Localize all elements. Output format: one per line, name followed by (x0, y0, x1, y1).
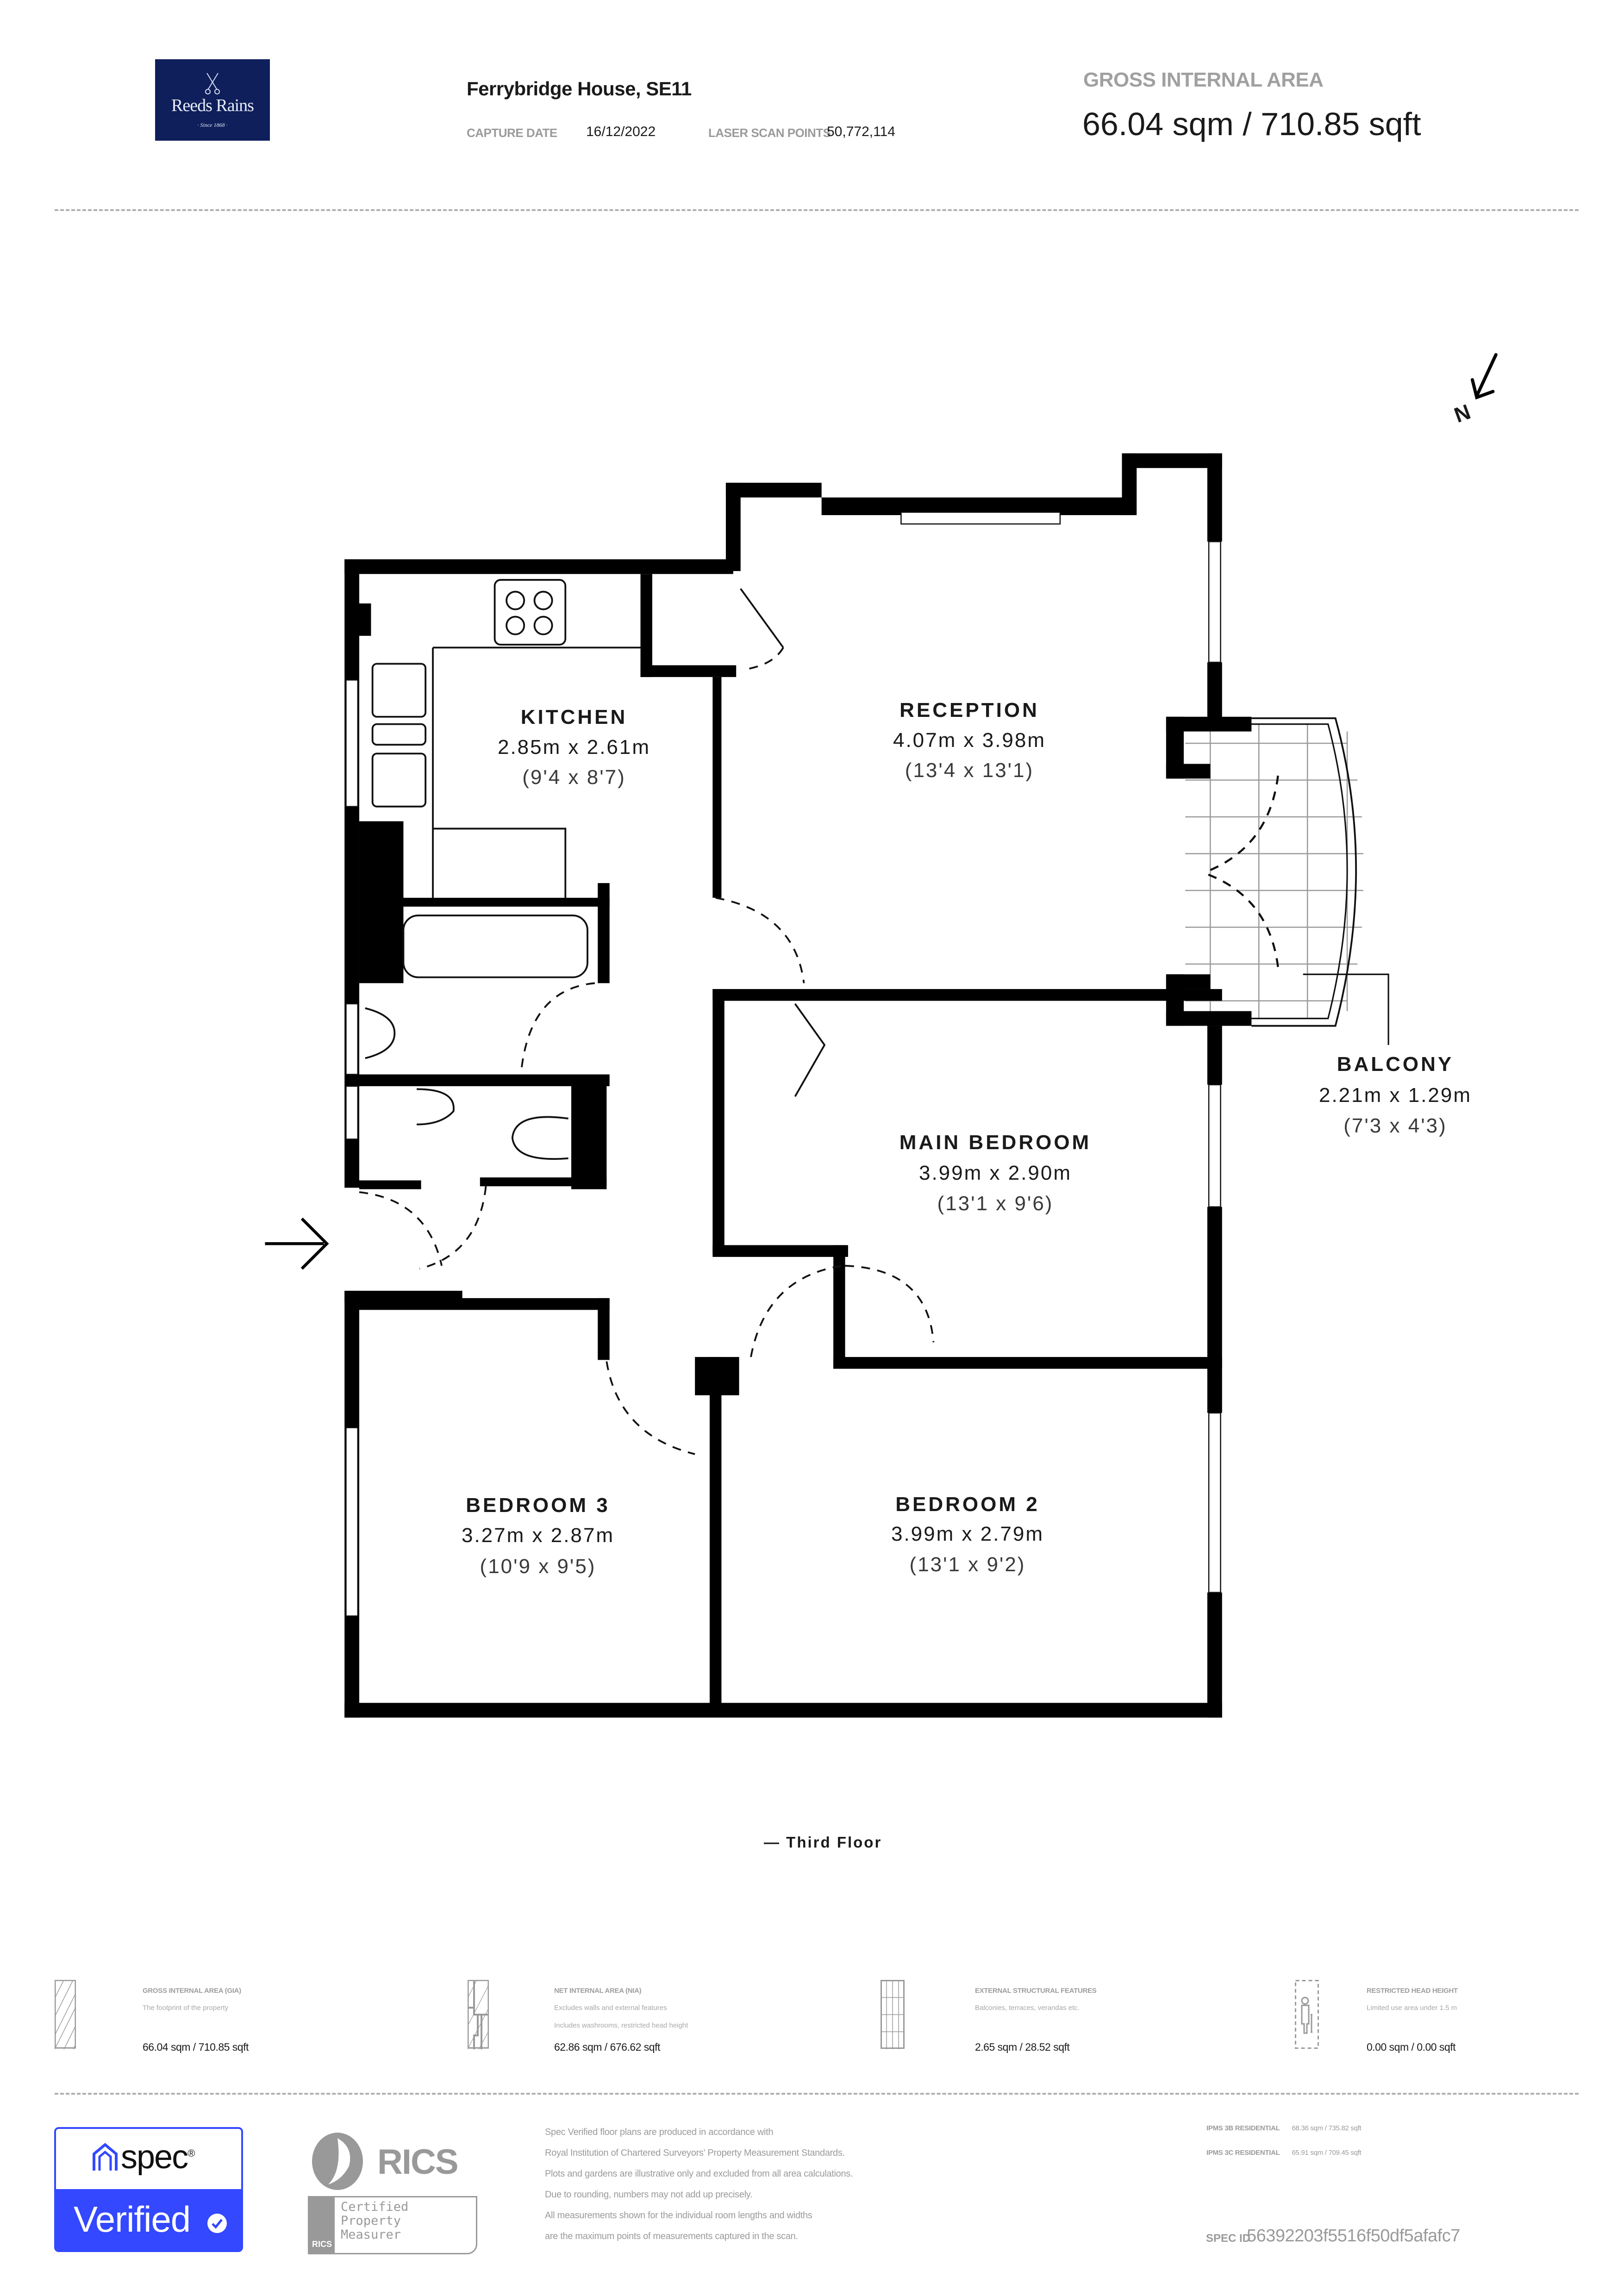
ipms-label: IPMS 3B RESIDENTIAL (1206, 2124, 1280, 2132)
legend-restricted-value: 0.00 sqm / 0.00 sqft (1367, 2041, 1456, 2053)
walls (344, 453, 1252, 1718)
disclaimer-line: Plots and gardens are illustrative only … (545, 2169, 853, 2179)
room-name: KITCHEN (520, 706, 628, 728)
disclaimer: Spec Verified floor plans are produced i… (545, 2122, 853, 2247)
person-height-icon (1295, 1980, 1319, 2049)
legend-gia-desc: The footprint of the property (143, 2004, 229, 2012)
capture-date-value: 16/12/2022 (586, 124, 656, 139)
disclaimer-line: are the maximum points of measurements c… (545, 2231, 798, 2241)
rics-lion-icon (312, 2133, 363, 2190)
rics-wordmark: RICS (377, 2142, 459, 2182)
fixtures (365, 579, 826, 1160)
room-metric: 3.99m x 2.79m (891, 1523, 1044, 1545)
cert-line: Measurer (341, 2228, 401, 2242)
legend-nia-title: NET INTERNAL AREA (NIA) (554, 1987, 642, 1995)
room-imperial: (7'3 x 4'3) (1343, 1114, 1447, 1137)
ipms-value: 68.36 sqm / 735.82 sqft (1292, 2124, 1362, 2132)
spec-registered-mark: ® (187, 2147, 195, 2159)
verified-check-icon (207, 2214, 227, 2233)
property-title: Ferrybridge House, SE11 (467, 78, 692, 100)
gia-header-label: GROSS INTERNAL AREA (1083, 68, 1324, 91)
capture-date-label: CAPTURE DATE (467, 126, 557, 140)
disclaimer-line: Royal Institution of Chartered Surveyors… (545, 2148, 845, 2158)
verified-label: Verified (74, 2199, 191, 2240)
ipms-3b: IPMS 3B RESIDENTIAL 68.36 sqm / 735.82 sq… (1206, 2124, 1362, 2132)
room-name: BALCONY (1337, 1053, 1454, 1076)
ipms-value: 65.91 sqm / 709.45 sqft (1292, 2149, 1362, 2157)
door-swings (359, 647, 935, 1455)
compass-north-arrow-icon (1470, 353, 1498, 400)
room-metric: 2.85m x 2.61m (497, 736, 651, 759)
room-imperial: (9'4 x 8'7) (522, 766, 626, 789)
room-imperial: (10'9 x 9'5) (480, 1555, 596, 1578)
gia-header-value: 66.04 sqm / 710.85 sqft (1082, 106, 1421, 142)
legend-gia-title: GROSS INTERNAL AREA (GIA) (143, 1987, 241, 1995)
rics-certified-badge: RICS Certified Property Measurer (308, 2196, 477, 2254)
balcony (1185, 716, 1389, 1045)
legend-nia-desc1: Excludes walls and external features (554, 2004, 667, 2012)
scan-points-label: LASER SCAN POINTS (708, 126, 831, 140)
spec-verified-badge: spec® Verified (54, 2127, 243, 2252)
legend-external-value: 2.65 sqm / 28.52 sqft (975, 2041, 1070, 2053)
legend-restricted-desc: Limited use area under 1.5 m (1367, 2004, 1457, 2012)
legend-external-desc: Balconies, terraces, verandas etc. (975, 2004, 1080, 2012)
disclaimer-line: All measurements shown for the individua… (545, 2210, 812, 2221)
legend-nia-value: 62.86 sqm / 676.62 sqft (554, 2041, 660, 2053)
disclaimer-line: Due to rounding, numbers may not add up … (545, 2190, 753, 2200)
room-name: BEDROOM 3 (466, 1494, 610, 1517)
room-imperial: (13'1 x 9'2) (909, 1553, 1026, 1576)
legend-restricted-title: RESTRICTED HEAD HEIGHT (1367, 1987, 1458, 1995)
room-metric: 2.21m x 1.29m (1318, 1084, 1472, 1107)
spec-id-value: 56392203f5516f50df5afafc7 (1247, 2226, 1460, 2246)
cert-line: Certified (341, 2200, 409, 2214)
room-metric: 3.27m x 2.87m (461, 1524, 615, 1547)
rics-small-wordmark: RICS (312, 2240, 332, 2249)
spec-wordmark: spec (121, 2139, 188, 2176)
agent-logo: Reeds Rains · Since 1868 · (155, 59, 270, 141)
footer-divider (55, 2093, 1579, 2095)
cert-line: Property (341, 2214, 401, 2228)
room-name: BEDROOM 2 (895, 1493, 1040, 1516)
ipms-3c: IPMS 3C RESIDENTIAL 65.91 sqm / 709.45 sq… (1206, 2149, 1362, 2157)
room-imperial: (13'1 x 9'6) (937, 1192, 1054, 1215)
scan-points-value: 50,772,114 (827, 124, 895, 139)
legend-nia-desc2: Includes washrooms, restricted head heig… (554, 2022, 688, 2029)
entrance-arrow-icon (265, 1217, 329, 1270)
disclaimer-line: Spec Verified floor plans are produced i… (545, 2127, 774, 2137)
room-imperial: (13'4 x 13'1) (905, 759, 1034, 782)
room-metric: 4.07m x 3.98m (893, 729, 1046, 752)
header-divider (55, 209, 1579, 211)
crossed-keys-icon (205, 73, 220, 94)
ipms-label: IPMS 3C RESIDENTIAL (1206, 2149, 1280, 2157)
room-metric: 3.99m x 2.90m (918, 1162, 1072, 1184)
legend-gia-value: 66.04 sqm / 710.85 sqft (143, 2041, 249, 2053)
spec-id-label: SPEC ID (1206, 2232, 1251, 2245)
windows (345, 511, 1221, 1617)
net-area-icon (468, 1980, 489, 2049)
floor-label: — Third Floor (764, 1834, 882, 1851)
legend-external-title: EXTERNAL STRUCTURAL FEATURES (975, 1987, 1097, 1995)
room-name: MAIN BEDROOM (899, 1131, 1092, 1154)
hatched-area-icon (55, 1980, 76, 2049)
agent-tagline: · Since 1868 · (197, 122, 228, 128)
grid-area-icon (881, 1980, 905, 2049)
spec-house-icon (93, 2143, 118, 2171)
agent-brand-name: Reeds Rains (171, 96, 254, 115)
room-name: RECEPTION (899, 699, 1039, 722)
